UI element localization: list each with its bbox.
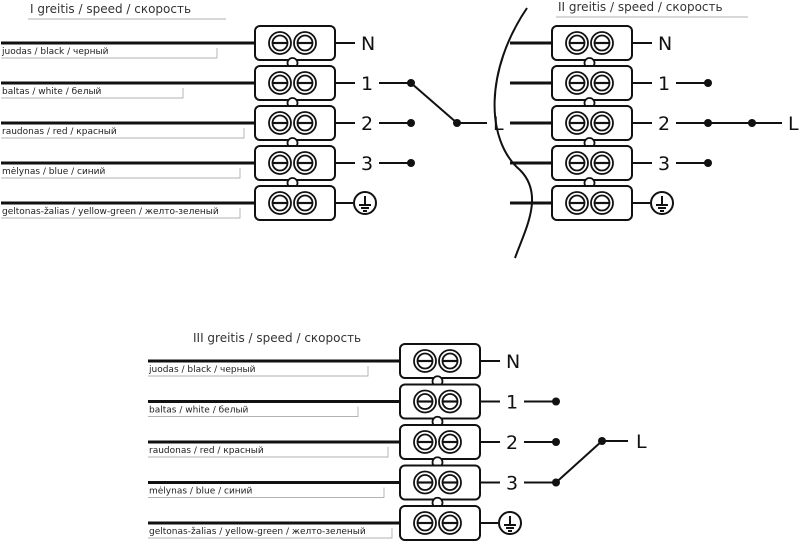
label-underline (148, 447, 389, 458)
ground-icon (650, 191, 674, 215)
terminal-label-3: 3 (361, 153, 373, 175)
label-underline (1, 88, 184, 99)
switch-blade (555, 440, 603, 484)
wire-label: raudonas / red / красный (2, 127, 117, 137)
wire-label: raudonas / red / красный (149, 446, 264, 456)
terminal-label-3: 3 (506, 473, 518, 495)
terminal-dot (552, 438, 560, 446)
terminal-label-1: 1 (658, 73, 670, 95)
label-underline (148, 487, 385, 498)
wire-label: baltas / white / белый (149, 406, 249, 416)
diagram-title: II greitis / speed / скорость (558, 0, 723, 14)
wire-label: mėlynas / blue / синий (149, 487, 253, 497)
terminal-label-2: 2 (658, 113, 670, 135)
terminal-label-1: 1 (361, 73, 373, 95)
terminal-dot (407, 119, 415, 127)
wire-label: mėlynas / blue / синий (2, 167, 106, 177)
terminal-label-N: N (658, 33, 672, 55)
wire-label: geltonas-žalias / yellow-green / желто-з… (2, 207, 219, 217)
diagram-title: I greitis / speed / скорость (30, 2, 191, 16)
terminal-label-2: 2 (506, 432, 518, 454)
wire-label: geltonas-žalias / yellow-green / желто-з… (149, 527, 366, 537)
label-underline (148, 366, 369, 377)
line-label-L: L (788, 113, 799, 135)
terminal-label-N: N (361, 33, 375, 55)
terminal-dot (704, 79, 712, 87)
terminal-label-1: 1 (506, 392, 518, 414)
line-label-L: L (636, 431, 647, 453)
line-label-L: L (493, 113, 504, 135)
ground-icon (498, 511, 522, 535)
diagram-title: III greitis / speed / скорость (193, 331, 361, 345)
switch-blade (410, 82, 458, 124)
wire-label: juodas / black / черный (1, 47, 109, 57)
label-underline (1, 48, 218, 59)
label-underline (1, 128, 245, 139)
label-underline (1, 168, 241, 179)
ground-icon (353, 191, 377, 215)
wire-label: baltas / white / белый (2, 87, 102, 97)
label-underline (148, 406, 359, 417)
label-underline (148, 528, 393, 539)
terminal-dot (407, 159, 415, 167)
terminal-dot (552, 397, 560, 406)
wire-label: juodas / black / черный (148, 365, 256, 375)
cable-sheath (493, 7, 534, 259)
label-underline (1, 208, 241, 219)
terminal-label-2: 2 (361, 113, 373, 135)
terminal-label-N: N (506, 351, 520, 373)
terminal-dot (704, 159, 712, 167)
terminal-label-3: 3 (658, 153, 670, 175)
